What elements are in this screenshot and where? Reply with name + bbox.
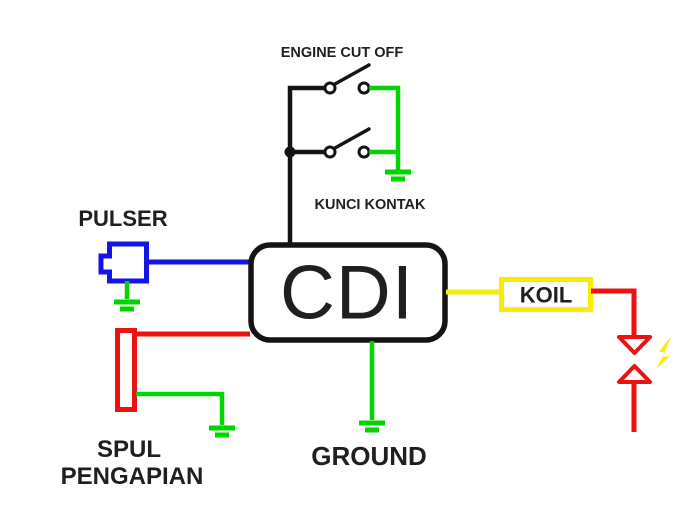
- switch-terminal: [323, 145, 337, 159]
- spul-label-line2: PENGAPIAN: [61, 463, 204, 490]
- engine-cut-off-label: ENGINE CUT OFF: [281, 45, 404, 61]
- spul-component: [115, 328, 137, 412]
- koil-label: KOIL: [520, 283, 573, 308]
- switch-terminal: [357, 145, 371, 159]
- koil-box: [499, 277, 593, 312]
- pulser-component: [98, 241, 149, 284]
- ground-symbol-switches: [385, 169, 411, 182]
- cdi-label: CDI: [280, 251, 414, 336]
- ground-symbol-pulser: [114, 299, 140, 312]
- ground-label: GROUND: [311, 441, 427, 471]
- spark-gap-bottom-electrode: [617, 364, 652, 384]
- ground-symbol-spul: [209, 425, 235, 438]
- kunci-kontak-label: KUNCI KONTAK: [315, 197, 426, 213]
- junction-dot: [284, 146, 296, 158]
- koil-spark-wire: [591, 288, 637, 335]
- switch-blade: [333, 127, 371, 150]
- switch-terminal: [357, 81, 371, 95]
- ground-symbol-cdi: [359, 420, 385, 433]
- switch-terminal: [323, 81, 337, 95]
- black-bus-wire: [287, 85, 326, 243]
- engine-cut-off-switch: [323, 63, 371, 95]
- pulser-label: PULSER: [78, 206, 167, 231]
- spark-gap-top-electrode: [617, 335, 652, 355]
- spark-bolt-icon: [656, 336, 671, 369]
- spul-ground-wire: [136, 391, 225, 425]
- kunci-kontak-switch: [323, 127, 371, 159]
- cdi-box: [248, 242, 448, 343]
- spul-label-line1: SPUL: [97, 436, 161, 463]
- switches-ground-wire: [369, 85, 401, 170]
- switch-blade: [333, 63, 371, 86]
